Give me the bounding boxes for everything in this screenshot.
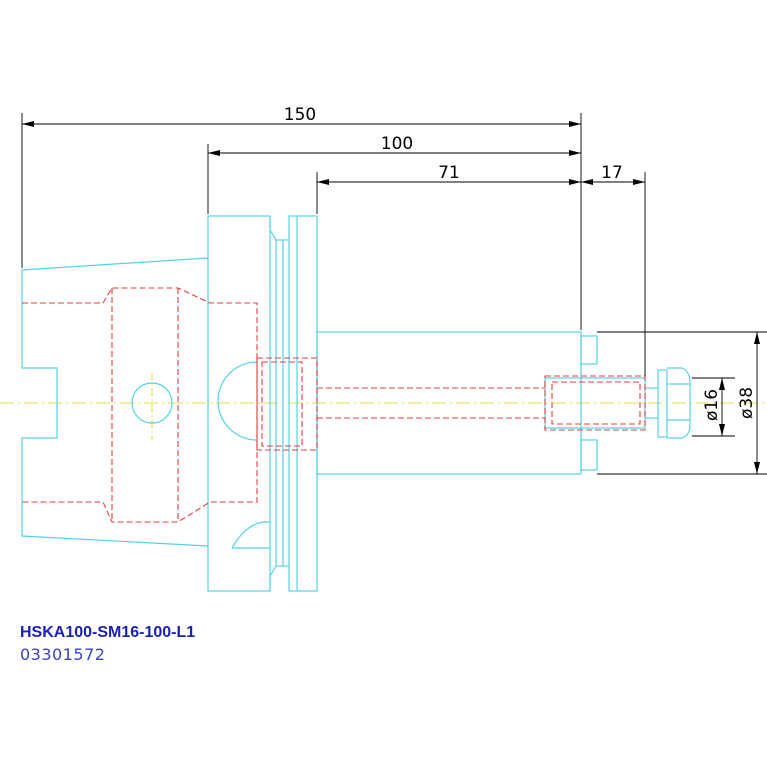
hsk-shank-outline xyxy=(21,257,209,547)
part-code: HSKA100-SM16-100-L1 xyxy=(20,624,196,641)
dimension-arrows xyxy=(22,121,760,474)
dimension-lines xyxy=(21,113,767,475)
dimension-label-d38: ø38 xyxy=(737,387,757,419)
part-number: 03301572 xyxy=(20,645,106,664)
dimension-label-17: 17 xyxy=(601,163,623,183)
dimension-label-d16: ø16 xyxy=(702,389,722,421)
dimension-label-71: 71 xyxy=(438,163,460,183)
dimension-label-150: 150 xyxy=(284,105,316,125)
hidden-lines xyxy=(22,287,646,523)
dimension-label-100: 100 xyxy=(381,134,413,154)
